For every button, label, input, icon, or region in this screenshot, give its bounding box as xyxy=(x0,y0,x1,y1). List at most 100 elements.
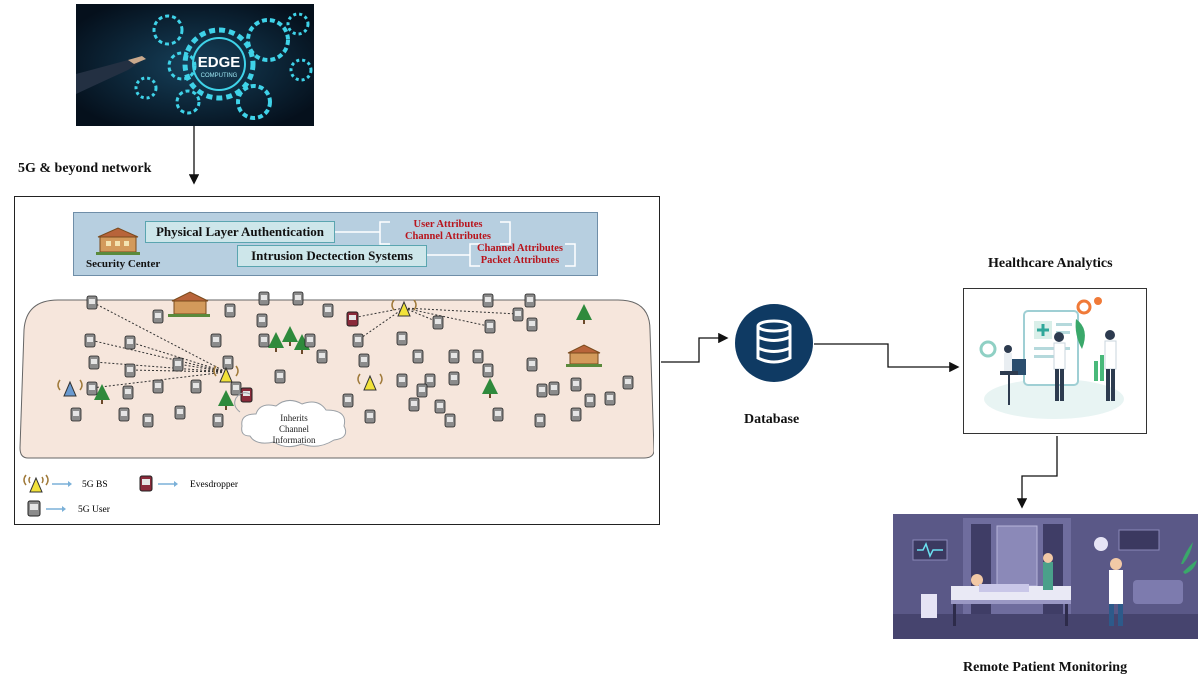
user-device-icon xyxy=(86,295,98,310)
user-device-icon xyxy=(364,409,376,424)
user-device-icon xyxy=(484,319,496,334)
legend: 5G BS Evesdropper 5G User xyxy=(23,474,239,517)
user-device-icon xyxy=(224,303,236,318)
base-station-icon xyxy=(213,365,239,383)
user-device-icon xyxy=(352,333,364,348)
user-device-icon xyxy=(526,357,538,372)
physical-layer-auth-label: Physical Layer Authentication xyxy=(155,224,325,239)
physical-layer-auth-box: Physical Layer Authentication xyxy=(145,221,335,243)
user-device-icon xyxy=(210,333,222,348)
healthcare-analytics-frame xyxy=(963,288,1147,434)
user-device-icon xyxy=(526,317,538,332)
legend-eavesdropper-label: Evesdropper xyxy=(190,480,239,490)
remote-monitoring-title: Remote Patient Monitoring xyxy=(963,660,1128,675)
cloud-shape xyxy=(234,392,347,448)
legend-user-label: 5G User xyxy=(78,505,111,515)
base-station-icon xyxy=(357,373,383,391)
legend-eavesdropper-icon xyxy=(139,475,153,492)
pla-attributes: User Attributes Channel Attributes xyxy=(392,219,504,243)
attr-packet: Packet Attributes xyxy=(480,255,560,266)
user-device-icon xyxy=(584,393,596,408)
user-device-icon xyxy=(70,407,82,422)
attribute-brackets xyxy=(335,221,576,267)
analytics-illustration xyxy=(979,297,1124,419)
database-icon xyxy=(735,304,813,382)
user-device-icon xyxy=(258,291,270,306)
attr-user: User Attributes xyxy=(413,219,483,230)
edge-computing-image: EDGE COMPUTING xyxy=(76,4,314,126)
user-device-icon xyxy=(322,303,334,318)
network-to-database-arrow xyxy=(661,332,729,363)
security-center-building-icon xyxy=(96,227,140,255)
user-device-icon xyxy=(190,379,202,394)
network-area: Inherits Channel Information xyxy=(19,291,654,459)
user-device-icon xyxy=(124,363,136,378)
base-station-icon xyxy=(57,379,83,397)
cloud-text-1: Inherits xyxy=(280,413,308,423)
user-device-icon xyxy=(424,373,436,388)
user-device-icon xyxy=(482,293,494,308)
user-device-icon xyxy=(534,413,546,428)
user-device-icon xyxy=(408,397,420,412)
edge-computing-illustration: EDGE COMPUTING xyxy=(76,4,314,126)
user-device-icon xyxy=(118,407,130,422)
intrusion-detection-label: Intrusion Dectection Systems xyxy=(251,248,413,263)
eavesdropper-icon xyxy=(346,311,359,327)
user-device-icon xyxy=(482,363,494,378)
user-device-icon xyxy=(292,291,304,306)
security-center-label: Security Center xyxy=(86,258,161,270)
edge-subtitle: COMPUTING xyxy=(201,73,238,79)
user-device-icon xyxy=(536,383,548,398)
user-device-icon xyxy=(548,381,560,396)
user-device-icon xyxy=(124,335,136,350)
user-device-icon xyxy=(524,293,536,308)
user-device-icon xyxy=(396,331,408,346)
user-device-icon xyxy=(152,379,164,394)
tree-icon xyxy=(268,332,284,352)
cloud-text-3: Information xyxy=(273,435,316,445)
legend-bs-icon xyxy=(23,474,49,493)
user-device-icon xyxy=(84,333,96,348)
user-device-icon xyxy=(258,333,270,348)
user-device-icon xyxy=(416,383,428,398)
user-device-icon xyxy=(152,309,164,324)
user-device-icon xyxy=(444,413,456,428)
edge-title: EDGE xyxy=(198,54,241,71)
tree-icon xyxy=(576,304,592,324)
legend-user-icon xyxy=(27,500,41,517)
user-device-icon xyxy=(412,349,424,364)
user-device-icon xyxy=(88,355,100,370)
user-device-icon xyxy=(570,377,582,392)
ids-attributes: Channel Attributes Packet Attributes xyxy=(470,243,570,267)
user-device-icon xyxy=(142,413,154,428)
user-device-icon xyxy=(172,357,184,372)
hospital-room-illustration xyxy=(893,514,1198,639)
base-station-icon xyxy=(391,299,417,317)
user-device-icon xyxy=(396,373,408,388)
user-device-icon xyxy=(448,349,460,364)
database-to-analytics-arrow xyxy=(814,343,960,373)
user-device-icon xyxy=(434,399,446,414)
tree-icon xyxy=(218,390,234,410)
user-device-icon xyxy=(256,313,268,328)
intrusion-detection-box: Intrusion Dectection Systems xyxy=(237,245,427,267)
user-device-icon xyxy=(174,405,186,420)
remote-monitoring-image xyxy=(893,514,1198,639)
user-device-icon xyxy=(122,385,134,400)
user-device-icon xyxy=(472,349,484,364)
cloud-text-2: Channel xyxy=(279,424,309,434)
attr-channel-2: Channel Attributes xyxy=(476,243,564,254)
healthcare-analytics-title: Healthcare Analytics xyxy=(988,256,1113,271)
user-device-icon xyxy=(86,381,98,396)
user-device-icon xyxy=(512,307,524,322)
user-device-icon xyxy=(274,369,286,384)
user-device-icon xyxy=(448,371,460,386)
user-device-icon xyxy=(230,381,242,396)
user-device-icon xyxy=(492,407,504,422)
building-icon-2 xyxy=(566,344,602,367)
legend-bs-label: 5G BS xyxy=(82,480,108,490)
user-device-icon xyxy=(432,315,444,330)
tree-icon xyxy=(482,378,498,398)
user-device-icon xyxy=(316,349,328,364)
user-device-icon xyxy=(358,353,370,368)
